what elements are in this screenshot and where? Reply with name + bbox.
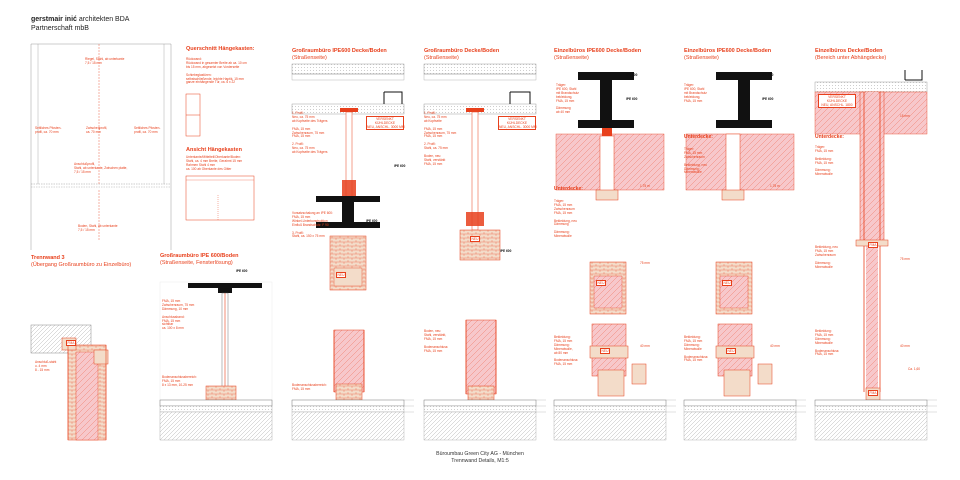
p8-bottom: Bekleidung: FMA, 15 mm Dämmung: Mineralw…: [684, 335, 709, 363]
label-left-bottom: Boden, Stahl, ab unterkante 7,5 / 15 mm: [78, 224, 118, 232]
p6-text: 1. Profil: Neu, ca. 75 mm ab Kopfseite F…: [424, 111, 457, 166]
unterdecke-label-3: Unterdecke:: [815, 134, 844, 140]
dim-text-2: 75 mm: [640, 261, 650, 265]
versenkt-box-1: VERSENKT KÜHLDECKE NEU, ANSCHL. 3000 MM: [366, 116, 405, 130]
p5-bottom: Bodenanschlussbereich: FMA, 15 mm: [292, 383, 327, 391]
firm-suffix: architekten BDA: [78, 16, 130, 23]
dim-text-1: 1.75 m: [640, 184, 650, 188]
p5-text: 1. Profil: Neu, ca. 75 mm ab Kopfseite d…: [292, 111, 328, 155]
versenkt-box-3: VERSENKT KÜHLDECKE NEU, ANSCHL. 1800: [818, 94, 856, 108]
panel-title-trennwand: Trennwand 3(Übergang Großraumbüro zu Ein…: [31, 255, 132, 268]
label-left-mid: Anschlußprofil, Stahl, ab unterkante, Zw…: [74, 162, 128, 174]
sheet-footer: Büroumbau Green City AG - München Trennw…: [0, 451, 960, 465]
ipe-label-5: IPE 600: [626, 73, 638, 77]
elevation-left: [30, 43, 172, 250]
tab-fma-2: FMA: [868, 242, 878, 248]
dim-text-7: 40 mm: [770, 344, 780, 348]
panel-title-grossraum-boden: Großraumbüro IPE 600/Boden(Straßenseite,…: [160, 253, 239, 266]
einzel-ipe-2-section: [683, 72, 797, 441]
p9-bottom: Bekleidung: FMA, 15 mm Dämmung: Mineralw…: [815, 329, 840, 357]
dimension-lines: [404, 399, 937, 413]
tab-neu-1: NEU: [336, 272, 346, 278]
p4-bottom: Bodenanschlussbereich: FMA, 15 mm 8 x 13…: [162, 375, 197, 387]
footer-project: Büroumbau Green City AG - München: [436, 451, 524, 457]
ipe-label-8: IPE 600: [762, 97, 774, 101]
trennwand-text: Anschluß-staht u. 4 mm 8 - 15 mm: [35, 360, 57, 372]
dim-text-8: 40 mm: [900, 344, 910, 348]
dim-text-9: Ca. 1,60: [908, 367, 921, 371]
gr-ipe-boden-section: [159, 281, 273, 441]
tab-neu-2: NEU: [470, 236, 480, 242]
dim-text-5: 75 mm: [900, 257, 910, 261]
einzel-ipe-1-section: [553, 72, 667, 441]
footer-sheet: Trennwand Details, M1:5: [451, 458, 509, 464]
tab-fma-1: FMA: [66, 340, 76, 346]
firm-header: gerstmair inić architekten BDA Partnersc…: [31, 15, 129, 33]
label-left-note-3: Seitliches Pfosten- profil, ca. 70 mm: [134, 126, 161, 134]
p9-text: Träger: FMA, 15 mm Bekleidung: FMA, 15 m…: [815, 145, 834, 177]
tab-neu-6: NEU: [726, 348, 736, 354]
p5-mid: Vorsatzschalung an IPE 600: FMA, 15 mm W…: [292, 211, 333, 239]
p8-text: Träger: IPE 600, Stahl mit Brandschutz b…: [684, 83, 707, 103]
unterdecke-label-2: Unterdecke:: [684, 134, 713, 140]
unterdecke-label-1: Unterdecke:: [554, 186, 583, 192]
ipe-label-2: IPE 600: [394, 164, 406, 168]
ipe-label-7: IPE 600: [762, 73, 774, 77]
panel-title-einzel-ipe-2: Einzelbüros IPE600 Decke/Boden(Straßense…: [684, 48, 772, 61]
tab-neu-4: NEU: [600, 348, 610, 354]
label-left-note-1: Seitliches Pfosten- profil, ca. 70 mm: [35, 126, 62, 134]
gr-ipe-decke-section: [291, 63, 405, 441]
panel-title-einzel-decke: Einzelbüros Decke/Boden(Bereich unter Ab…: [815, 48, 887, 61]
haengekasten-text: Rückwand: Rückwand in gesamter Breite ab…: [186, 57, 247, 85]
ansicht-text: Unterkante/Mittelteil/Oberkante/Boden: S…: [186, 155, 243, 171]
tab-neu-3: NEU: [596, 280, 606, 286]
ipe-label-4: IPE 600: [500, 249, 512, 253]
tab-fma-3: FMA: [868, 390, 878, 396]
firm-name: gerstmair inić: [31, 16, 77, 23]
tab-neu-5: NEU: [722, 280, 732, 286]
panel-title-grossraum-decke: Großraumbüro Decke/Boden(Straßenseite): [424, 48, 500, 61]
p8-mid: Träger: FMA, 15 mm Zwischenraum Bekleidu…: [684, 147, 707, 175]
p7-mid: Träger: FMA, 15 mm Zwischenraum FMA, 15 …: [554, 199, 577, 239]
panel-title-einzel-ipe-1: Einzelbüros IPE600 Decke/Boden(Straßense…: [554, 48, 642, 61]
ipe-label-1: IPE 600: [236, 269, 248, 273]
p9-mid: Bekleidung, neu FMA, 15 mm Zwischenraum …: [815, 245, 838, 269]
dim-text-4: 15 mm: [900, 114, 910, 118]
ipe-label-6: IPE 600: [626, 97, 638, 101]
trennwand-section: [30, 324, 109, 441]
panel-title-grossraum-ipe: Großraumbüro IPE600 Decke/Boden(Straßens…: [292, 48, 387, 61]
panel-title-ansicht: Ansicht Hängekasten: [186, 147, 242, 153]
dim-text-3: 1.75 m: [770, 184, 780, 188]
versenkt-box-2: VERSENKT KÜHLDECKE NEU, ANSCHL. 3000 MM: [498, 116, 537, 130]
label-left-note-2: Zwischenprofil, ca. 70 mm: [86, 126, 108, 134]
ipe-label-3: IPE 600: [366, 219, 378, 223]
p7-bottom: Bekleidung: FMA, 15 mm Dämmung: Mineralw…: [554, 335, 579, 367]
firm-line2: Partnerschaft mbB: [31, 25, 89, 32]
gr-decke-section: [423, 63, 537, 441]
p7-text: Träger: IPE 600, Stahl mit Brandschutz b…: [556, 83, 579, 115]
label-left-top: Riegel, Stahl, ab unterkante 7,5 / 15 mm: [85, 57, 125, 65]
p4-text: FMA, 15 mm Zwischenraum, 75 mm Dämmung, …: [162, 299, 195, 331]
haengekasten-section: [185, 93, 255, 221]
panel-title-querschnitt: Querschnitt Hängekasten:: [186, 46, 255, 52]
dim-text-6: 40 mm: [640, 344, 650, 348]
p6-bottom: Boden, neu: Stahl, verstärkt, FMA, 15 mm…: [424, 329, 449, 353]
